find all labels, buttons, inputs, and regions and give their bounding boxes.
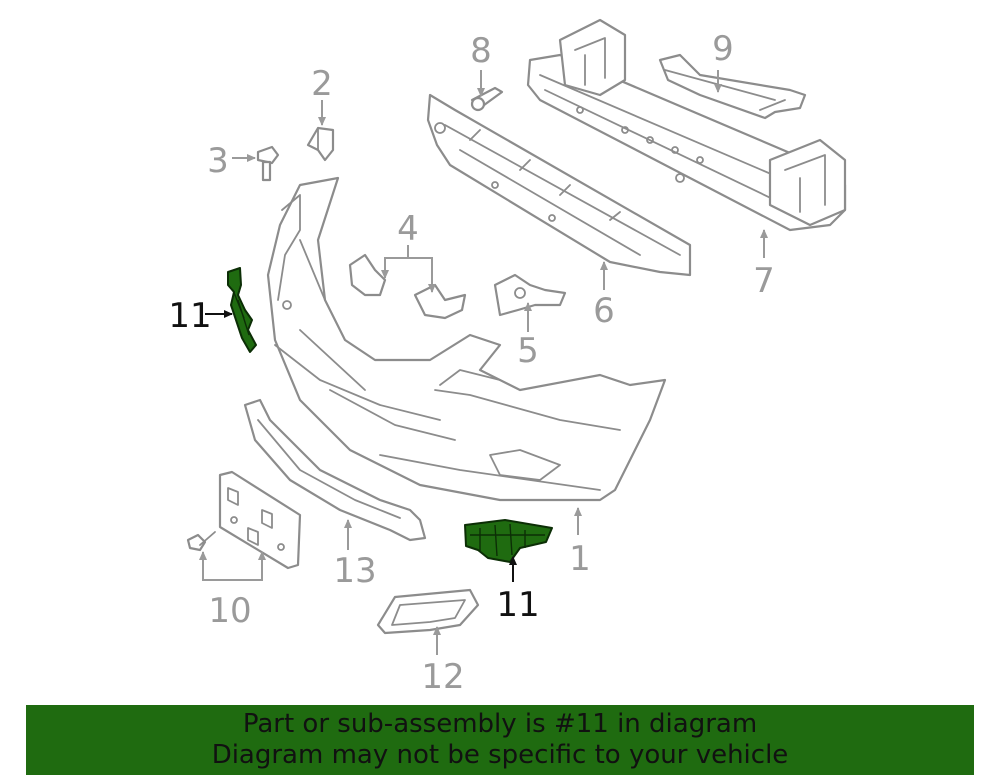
callout-1: 1 [569, 539, 591, 579]
part-7-reinforcement-bar [526, 18, 847, 232]
part-8-clip [470, 86, 504, 112]
callout-3: 3 [207, 141, 229, 181]
callout-7: 7 [753, 261, 775, 301]
callout-11-right: 11 [496, 585, 539, 625]
part-10-license-bracket [186, 470, 302, 570]
part-11-left-bracket-highlighted [227, 267, 257, 353]
callout-13: 13 [333, 551, 376, 591]
callout-4: 4 [397, 209, 419, 249]
part-12-fog-bezel [376, 588, 480, 635]
leader-lines [199, 70, 768, 655]
part-3-bolt [256, 145, 280, 182]
callout-8: 8 [470, 31, 492, 71]
callout-12: 12 [421, 657, 464, 697]
info-banner: Part or sub-assembly is #11 in diagram D… [26, 705, 974, 775]
part-13-lower-grille [243, 398, 427, 542]
part-4-brackets [348, 253, 467, 320]
banner-line-1: Part or sub-assembly is #11 in diagram [242, 709, 758, 739]
callout-5: 5 [517, 331, 539, 371]
callout-11-left: 11 [168, 296, 211, 336]
parts-diagram: 2 3 8 9 4 5 6 7 1 13 10 12 11 11 [168, 18, 847, 697]
part-1-bumper-cover [266, 176, 667, 502]
part-5-bracket [493, 273, 567, 317]
part-2-retainer [306, 126, 335, 162]
part-6-energy-absorber [426, 93, 692, 277]
callout-2: 2 [311, 64, 333, 104]
part-11-right-bracket-highlighted [464, 519, 553, 563]
callout-10: 10 [208, 591, 251, 631]
callout-9: 9 [712, 29, 734, 69]
banner-line-2: Diagram may not be specific to your vehi… [211, 740, 789, 770]
callout-6: 6 [593, 291, 615, 331]
